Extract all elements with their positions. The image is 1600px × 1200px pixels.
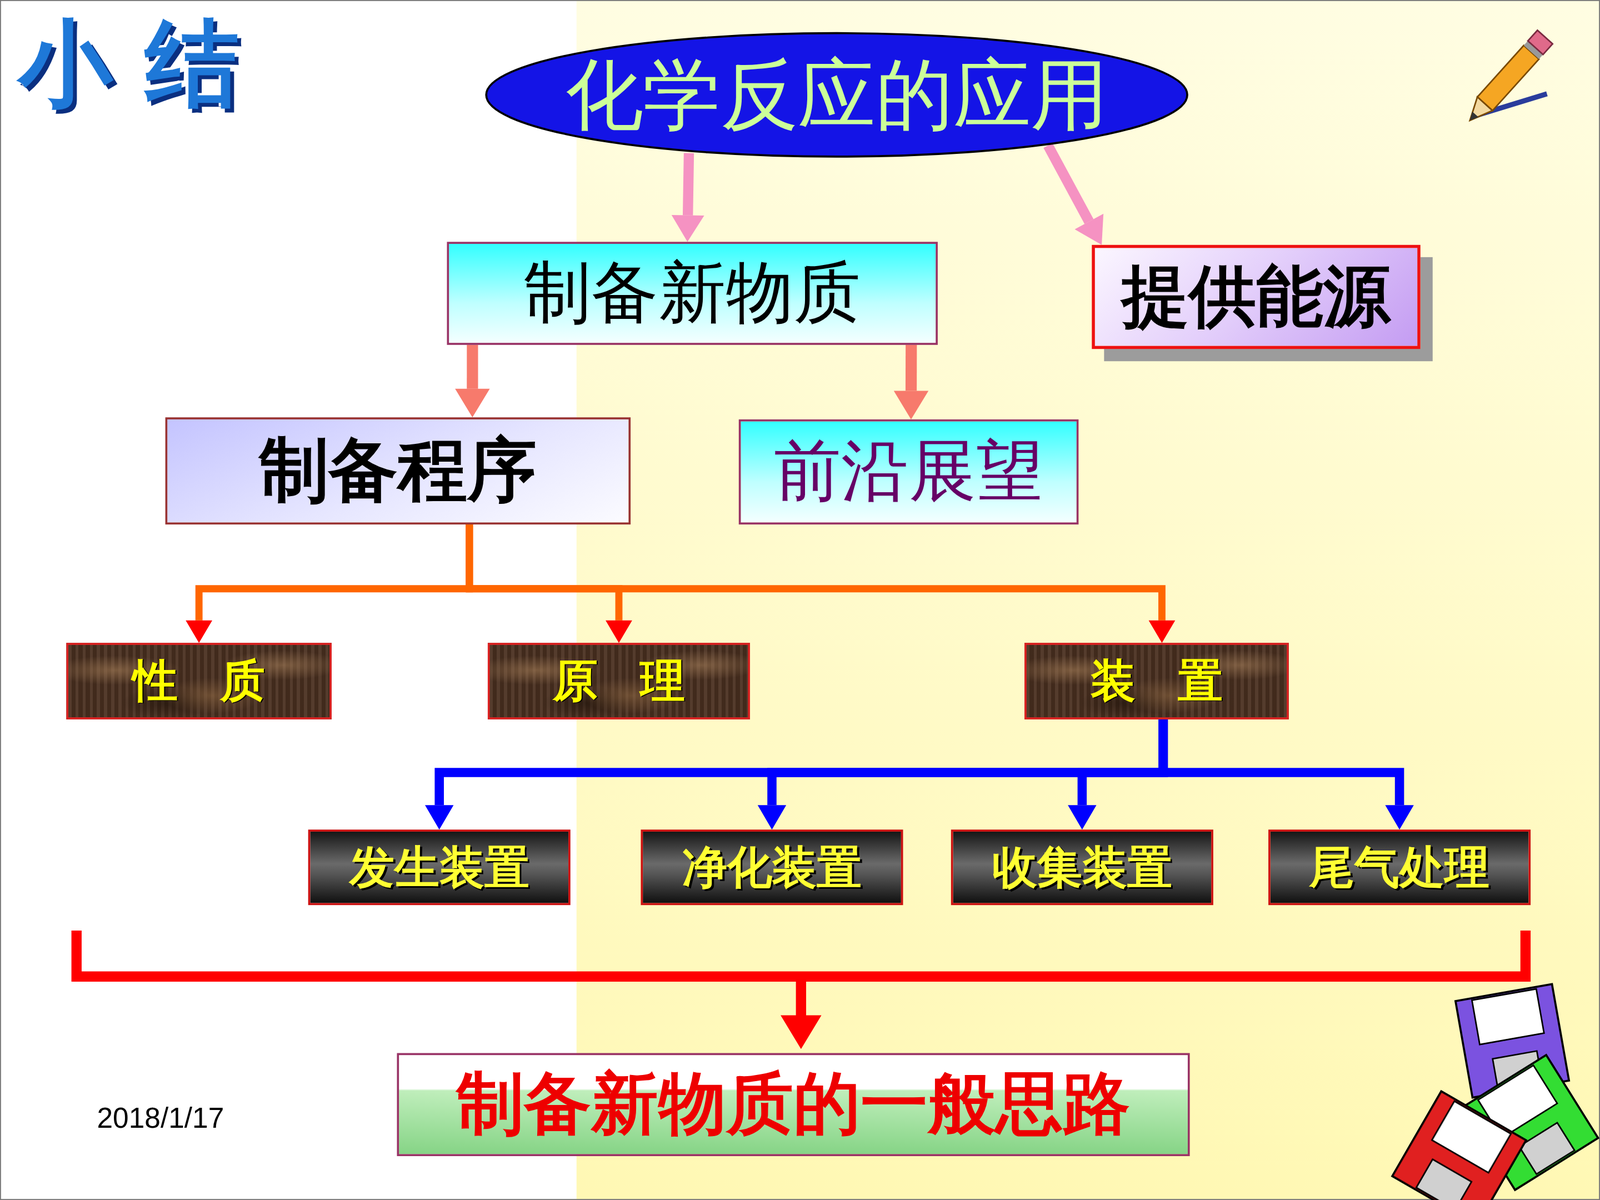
process-box: 制备程序 [165,417,632,525]
apparatus-box: 尾气处理 [1268,829,1531,905]
process-box: 制备新物质 [446,241,938,345]
pencil-body [1477,45,1539,111]
bracket-arrow-head [780,1015,822,1050]
node-text: 发生装置 [349,842,529,893]
process-box: 提供能源 [1091,245,1420,349]
process-box: 前沿展望 [738,419,1079,525]
apparatus-box: 收集装置 [951,829,1214,905]
flow-arrow [469,524,1163,621]
node-text: 化学反应的应用 [565,52,1109,138]
node-text: 装 置 [1077,656,1237,707]
summary-box: 制备新物质的一般思路 [396,1053,1190,1157]
flow-arrow [771,719,1163,805]
floppy-label [1471,988,1544,1045]
floppy-label [1431,1101,1511,1173]
node-text: 制备新物质 [523,256,861,330]
aspect-box: 装 置 [1024,642,1289,720]
node-text: 收集装置 [992,842,1172,893]
aspect-box: 性 质 [66,642,332,720]
node-text: 制备新物质的一般思路 [456,1067,1130,1142]
flow-arrow [1163,719,1400,805]
flow-arrow [905,345,917,392]
apparatus-box: 发生装置 [308,829,571,905]
floppy-shutter [1416,1159,1472,1200]
node-text: 前沿展望 [773,435,1044,509]
floppy-shutter [1518,1122,1575,1175]
node-text: 净化装置 [682,842,862,893]
pencil-tip [1462,97,1493,128]
flow-arrow [469,524,619,621]
background-band [576,0,1600,1200]
flow-arrow [466,345,478,389]
summary-bracket [76,930,1526,977]
pencil-lead [1466,111,1479,124]
date-label: 2018/1/17 [96,1102,224,1135]
ellipse-shape [486,33,1188,157]
node-text: 原 理 [539,656,699,707]
pencil-icon [1462,30,1553,128]
flow-arrow [1047,145,1089,222]
node-text: 性 质 [119,656,279,707]
aspect-box: 原 理 [487,642,750,720]
node-text: 提供能源 [1121,260,1392,334]
pencil-eraser [1527,30,1553,55]
apparatus-box: 净化装置 [640,829,903,905]
floppy-disk [1392,1091,1527,1200]
floppy-body [1392,1091,1527,1200]
flow-arrow [198,524,470,621]
node-text: 尾气处理 [1309,842,1489,893]
bracket-arrow-shaft [796,976,807,1019]
flow-arrow [687,153,689,216]
flow-arrow [439,719,1164,805]
topic-ellipse: 化学反应的应用 [484,31,1189,159]
flow-arrow [1082,719,1164,805]
node-text: 制备程序 [259,432,538,509]
slide-title: 小 结 [18,12,239,116]
